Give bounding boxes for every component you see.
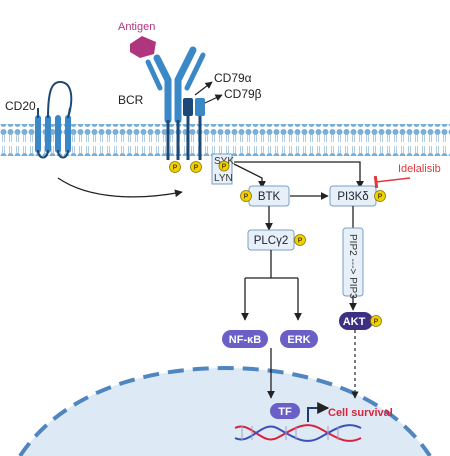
svg-text:LYN: LYN [214,173,233,184]
phospho-marker: P [218,160,230,172]
plcg2-branch-lines [245,250,298,279]
cell-membrane [0,124,450,156]
erk-pill: ERK [280,330,318,348]
phospho-marker: P [374,190,386,202]
syk-to-pi3k-arrow [234,161,364,189]
phospho-marker: P [190,161,202,173]
svg-text:NF-κB: NF-κB [229,334,261,346]
svg-text:PLCγ2: PLCγ2 [254,235,289,247]
svg-text:PIP2 ---> PIP3: PIP2 ---> PIP3 [347,234,358,299]
nfkb-pill: NF-κB [222,330,268,348]
bcr-label: BCR [118,93,144,107]
antigen-label: Antigen [118,21,155,33]
pip-box: PIP2 ---> PIP3 [342,227,364,299]
cd79b-label: CD79β [224,87,262,101]
phospho-marker: P [169,161,181,173]
idelalisib-inhibition [373,175,411,189]
cd79-complex [183,98,205,160]
svg-text:P: P [194,165,199,172]
svg-text:P: P [173,165,178,172]
antigen-shape [130,36,156,58]
pi3k-box: PI3Kδ [329,185,377,207]
akt-pill: AKT [339,312,373,330]
transcription-arrow [307,402,330,422]
svg-text:ERK: ERK [287,334,310,346]
idelalisib-label: Idelalisib [398,163,441,175]
phospho-marker: P [240,190,252,202]
btk-box: BTK [248,185,290,207]
phospho-marker: P [294,234,306,246]
cd79a-label: CD79α [214,71,252,85]
dna-helix [234,424,362,442]
tf-pill: TF [270,403,300,419]
bcr-receptor [145,46,206,160]
cd20-protein [35,80,73,159]
svg-text:P: P [378,194,383,201]
svg-text:P: P [222,164,227,171]
svg-text:P: P [244,194,249,201]
svg-text:AKT: AKT [343,316,366,328]
svg-text:BTK: BTK [258,191,281,203]
plcg2-box: PLCγ2 [247,229,295,251]
cell-survival-label: Cell survival [328,407,393,419]
svg-text:P: P [298,238,303,245]
svg-text:PI3Kδ: PI3Kδ [337,191,368,203]
svg-text:TF: TF [278,406,292,418]
cd20-label: CD20 [5,99,36,113]
cd20-to-syk-arrow [57,177,183,198]
svg-text:P: P [374,319,379,326]
syk-to-btk-arrow [233,163,266,189]
phospho-marker: P [370,315,382,327]
